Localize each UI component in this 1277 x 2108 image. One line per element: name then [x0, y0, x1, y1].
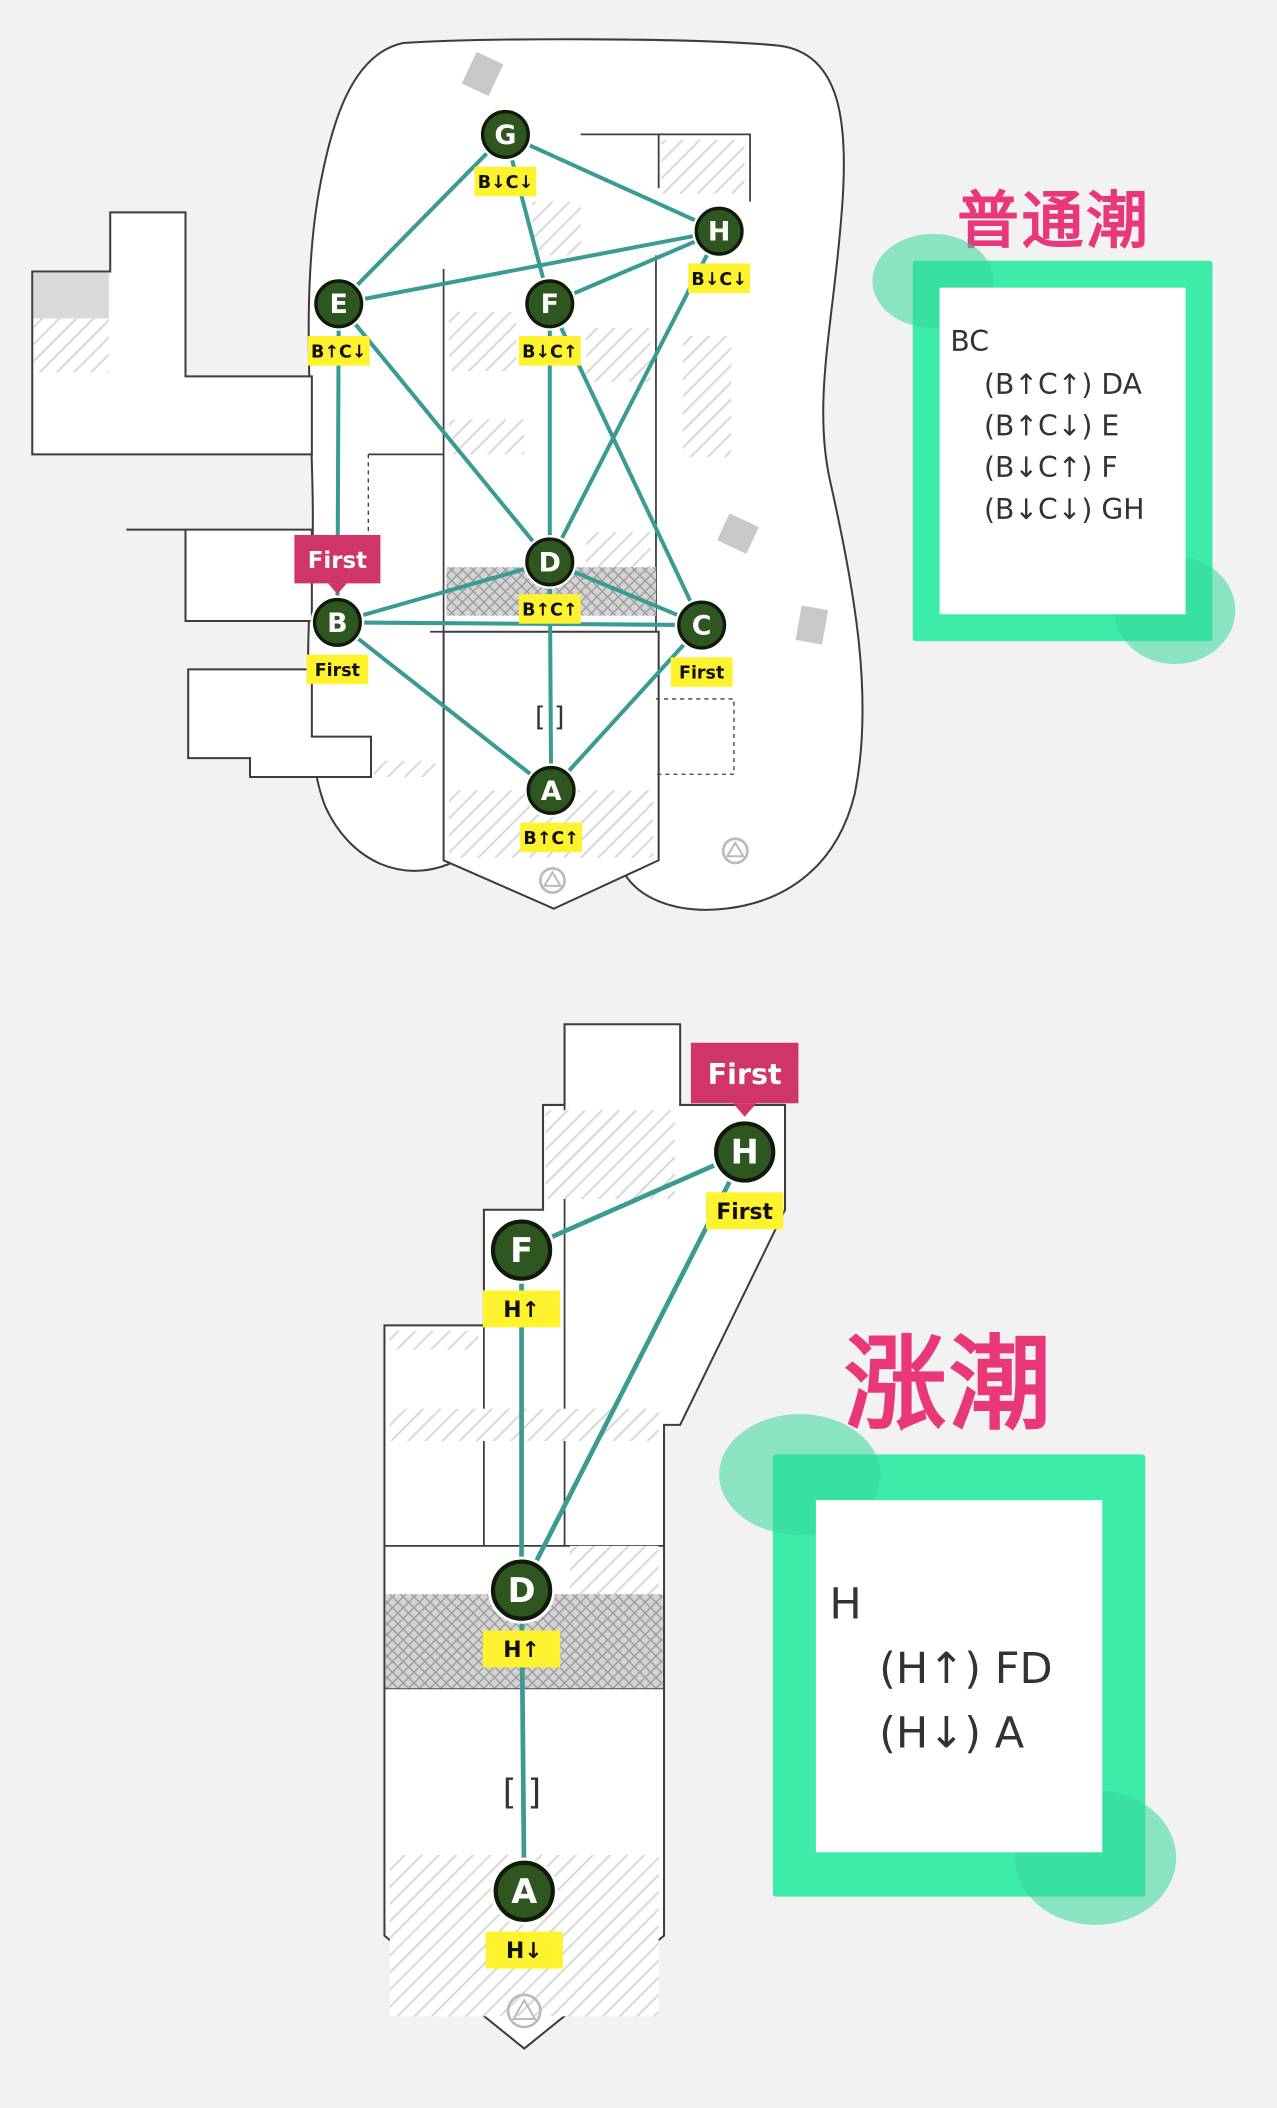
node-tag-bg — [306, 654, 369, 685]
node-tag: B↓C↑ — [522, 342, 577, 362]
map-normal-terrain: [ ] — [31, 38, 864, 911]
node-label: E — [330, 289, 348, 320]
node-circle — [525, 537, 575, 587]
node-label: A — [541, 776, 562, 807]
node-tag: B↓C↓ — [691, 270, 746, 290]
node-label: A — [511, 1872, 537, 1911]
node-label: G — [494, 120, 516, 151]
edge-f-h — [548, 229, 720, 306]
normal-node-c: C First — [670, 598, 733, 687]
flag-pointer — [732, 1103, 757, 1117]
normal-tide-title: 普通潮 — [957, 184, 1151, 257]
edge-g-h — [504, 132, 720, 234]
high-first-flag: First — [690, 1042, 799, 1117]
node-label: H — [731, 1133, 759, 1172]
edge-b-d — [336, 559, 551, 625]
flag-pointer — [327, 583, 347, 595]
normal-node-a: A B↑C↑ — [520, 763, 583, 853]
high-node-h: H First — [706, 1118, 784, 1230]
node-tag: H↓ — [506, 1939, 543, 1964]
edge-e-d — [337, 302, 552, 564]
normal-node-e: E B↑C↓ — [307, 276, 370, 366]
node-tag-bg — [482, 1630, 561, 1668]
edge-b-a — [336, 620, 553, 792]
node-label: C — [692, 610, 712, 641]
node-tag: B↑C↑ — [523, 829, 578, 849]
node-tag-bg — [474, 166, 537, 197]
node-circle — [490, 1559, 553, 1621]
node-tag: First — [716, 1200, 773, 1225]
node-circle — [493, 1860, 555, 1922]
normal-node-f: F B↓C↑ — [518, 276, 581, 366]
route-line: (H↓) A — [879, 1707, 1025, 1759]
route-header: BC — [950, 325, 989, 358]
node-tag-bg — [520, 822, 583, 853]
node-tag-bg — [482, 1290, 561, 1328]
node-label: H — [708, 217, 731, 248]
node-circle — [525, 279, 575, 329]
map-high-terrain: [ ] — [383, 1023, 787, 2050]
flag-label: First — [308, 548, 367, 574]
node-circle — [714, 1121, 776, 1183]
node-circle — [314, 279, 364, 329]
normal-tide-panel: BC (B↑C↑) DA (B↑C↓) E (B↓C↑) F (B↓C↓) GH — [872, 233, 1236, 665]
node-label: D — [539, 547, 561, 578]
edge-e-h — [338, 229, 720, 306]
route-line: (B↓C↑) F — [983, 451, 1118, 484]
route-line: (H↑) FD — [879, 1642, 1053, 1694]
normal-node-d: D B↑C↑ — [518, 534, 581, 624]
route-header: H — [829, 1578, 862, 1630]
edge-g-f — [503, 133, 552, 305]
node-circle — [312, 597, 362, 647]
node-circle — [526, 765, 576, 815]
node-tag: B↓C↓ — [478, 173, 533, 193]
node-circle — [677, 600, 727, 650]
high-tide-panel: H (H↑) FD (H↓) A — [719, 1414, 1177, 1925]
node-tag: H↑ — [503, 1638, 540, 1663]
normal-node-b: B First — [306, 595, 369, 685]
edge-g-e — [337, 133, 507, 306]
node-tag-bg — [706, 1192, 784, 1230]
route-line: (B↓C↓) GH — [983, 493, 1145, 526]
normal-node-g: G B↓C↓ — [474, 107, 537, 197]
node-tag: H↑ — [503, 1298, 540, 1323]
high-tide-route-card: H (H↑) FD (H↓) A — [815, 1500, 1103, 1853]
node-circle — [694, 206, 744, 256]
flag-bg — [294, 534, 381, 584]
node-tag: First — [679, 664, 724, 684]
node-label: B — [327, 608, 347, 639]
normal-tide-route-card: BC (B↑C↑) DA (B↑C↓) E (B↓C↑) F (B↓C↓) GH — [939, 287, 1186, 615]
node-tag-bg — [307, 336, 370, 366]
node-tag: B↑C↓ — [311, 342, 366, 362]
node-tag-bg — [670, 657, 733, 687]
normal-first-flag: First — [294, 534, 381, 595]
high-node-f: F H↑ — [482, 1216, 561, 1328]
normal-node-h: H B↓C↓ — [688, 204, 751, 294]
edge-c-a — [549, 623, 704, 792]
node-tag-bg — [518, 336, 581, 366]
node-tag-bg — [688, 263, 751, 294]
high-node-a: A H↓ — [485, 1857, 563, 1969]
flag-bg — [690, 1042, 799, 1104]
node-label: F — [541, 289, 559, 320]
route-line: (B↑C↓) E — [983, 409, 1120, 443]
node-circle — [480, 109, 530, 159]
high-node-d: D H↑ — [482, 1556, 561, 1668]
node-circle — [490, 1219, 553, 1281]
route-line: (B↑C↑) DA — [983, 368, 1142, 401]
high-tide-title: 涨潮 — [844, 1324, 1054, 1444]
map-normal-nodes: GB↓C↓HB↓C↓EB↑C↓FB↓C↑DB↑C↑BFirstFirstCFir… — [294, 107, 751, 853]
node-tag: First — [315, 661, 360, 681]
edge-d-c — [549, 560, 703, 627]
node-tag-bg — [518, 594, 581, 624]
node-tag: B↑C↑ — [522, 600, 577, 620]
node-label: F — [510, 1231, 533, 1270]
flag-label: First — [708, 1057, 782, 1091]
edge-h-f — [520, 1149, 746, 1253]
node-label: D — [508, 1571, 536, 1610]
node-tag-bg — [485, 1931, 563, 1969]
